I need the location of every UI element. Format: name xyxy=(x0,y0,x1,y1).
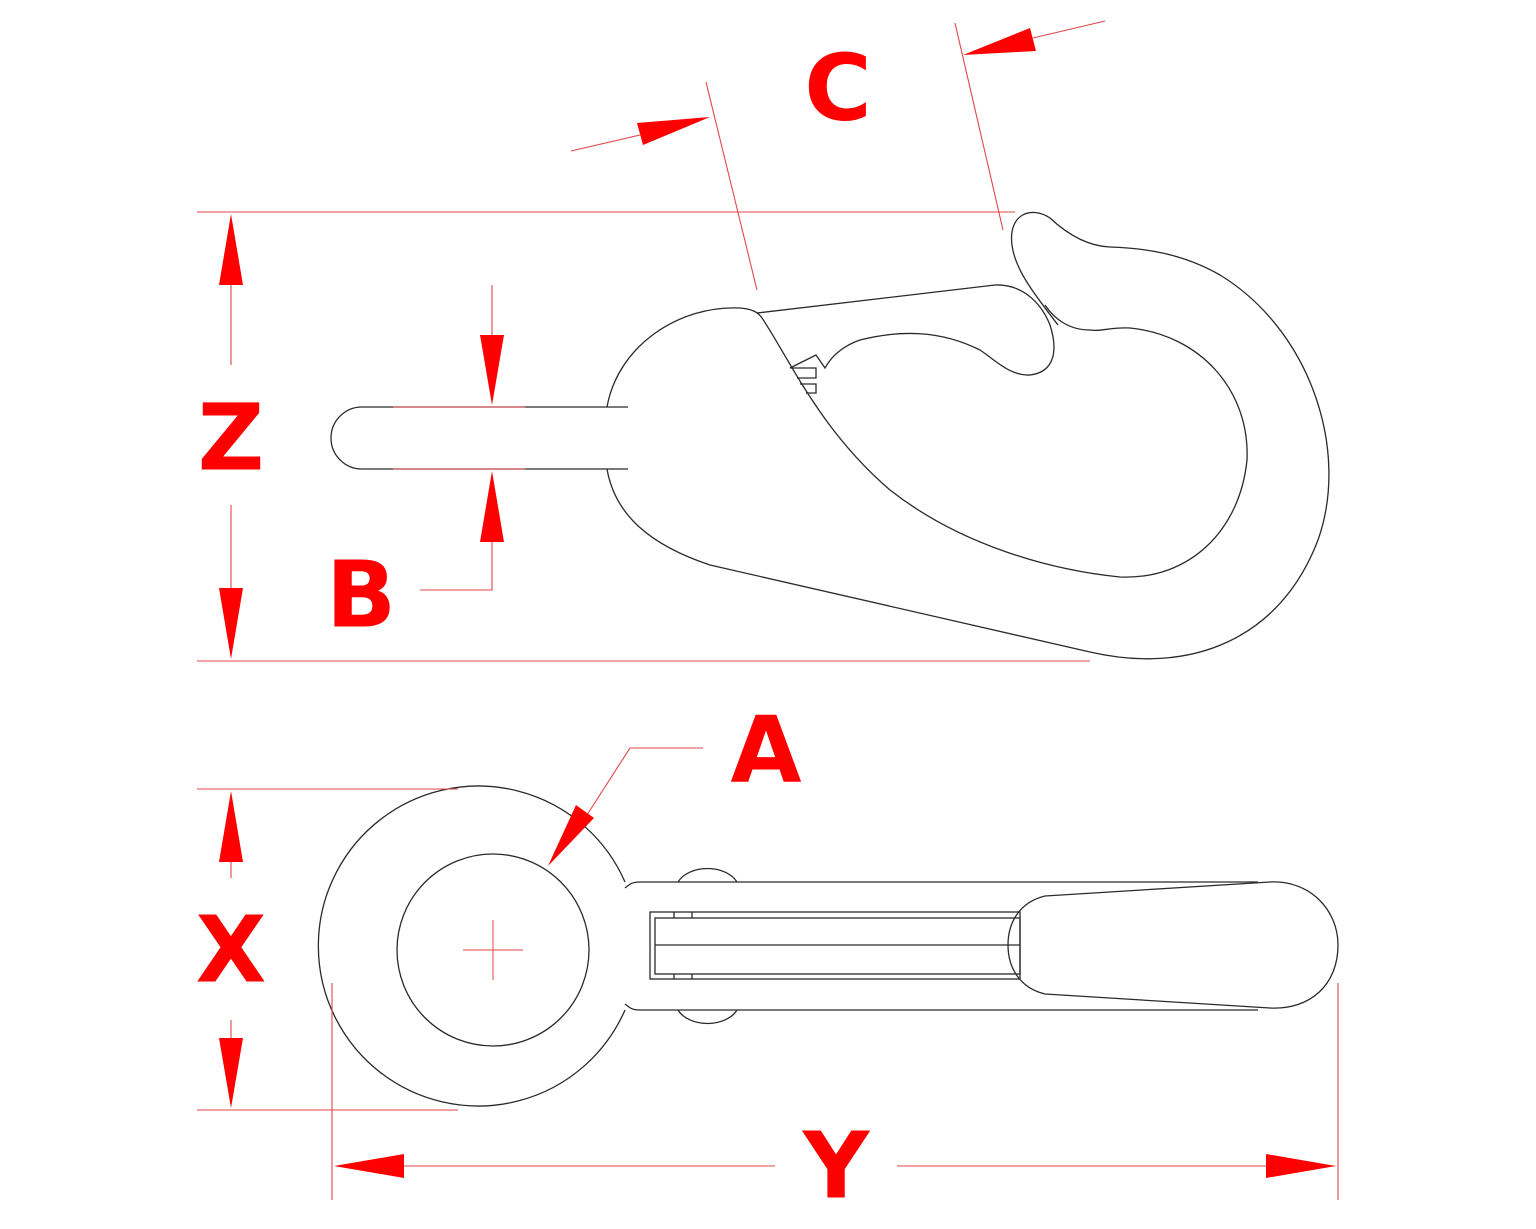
hook-nose xyxy=(1007,881,1339,1009)
y-arrow-left xyxy=(334,1154,404,1178)
label-a: A xyxy=(730,697,801,804)
label-b: B xyxy=(326,542,396,649)
gate-slot-inner xyxy=(654,917,1021,975)
label-y: Y xyxy=(802,1113,871,1220)
z-arrow-up xyxy=(219,214,243,285)
label-x: X xyxy=(196,897,267,1004)
body-bottom xyxy=(624,1003,1258,1011)
dimension-b: B xyxy=(326,285,525,649)
x-arrow-down xyxy=(219,1038,243,1108)
a-arrow xyxy=(548,805,594,866)
gate-spring-teeth xyxy=(790,367,817,394)
x-arrow-up xyxy=(219,791,243,862)
hook-body-inner xyxy=(761,304,1248,578)
dimension-z: Z xyxy=(197,211,1090,662)
rivet-bottom xyxy=(677,1009,738,1025)
b-arrow-down xyxy=(480,335,504,405)
dimension-c: C xyxy=(570,20,1106,291)
b-arrow-up xyxy=(480,471,504,542)
label-z: Z xyxy=(198,385,265,492)
y-arrow-right xyxy=(1266,1154,1336,1178)
gate xyxy=(756,284,1055,376)
body-top xyxy=(624,881,1258,889)
side-view xyxy=(330,211,1330,660)
hook-body-outer xyxy=(606,211,1330,660)
dimension-a: A xyxy=(548,697,802,866)
eye-outer xyxy=(317,785,626,1107)
dimension-x: X xyxy=(196,788,458,1111)
c-arrow-left xyxy=(963,28,1036,55)
rivet-top xyxy=(677,867,738,883)
top-view xyxy=(317,785,1339,1107)
c-arrow-right xyxy=(637,117,710,145)
eye-inner xyxy=(396,853,590,1047)
z-arrow-down xyxy=(219,588,243,659)
dimension-y: Y xyxy=(331,983,1339,1220)
label-c: C xyxy=(804,35,872,142)
tail-shank xyxy=(330,406,628,470)
